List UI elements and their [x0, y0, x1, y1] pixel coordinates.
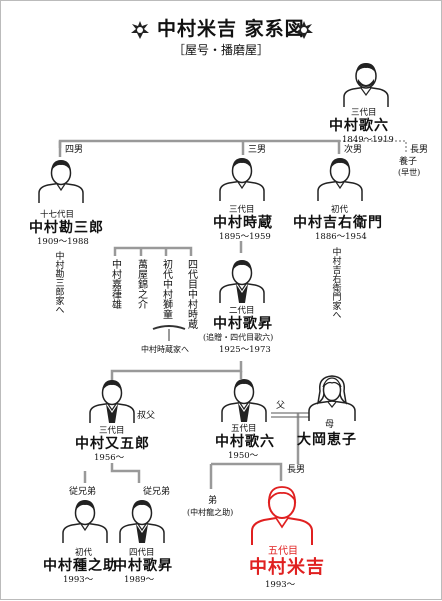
portrait-kanzaburo17	[38, 160, 84, 203]
to-kanzaburo-house: 中村勘三郎家へ	[53, 251, 64, 314]
name-yonekichi5: 中村米吉	[249, 557, 325, 578]
years-kasho4: 1989～	[124, 575, 155, 585]
gen-tanenosuke1: 初代	[75, 548, 93, 558]
rel-chonan-top: 長男	[410, 145, 429, 155]
name-kasho2: 中村歌昇	[213, 316, 273, 332]
title-ornament-left	[129, 19, 151, 44]
name-kaho: 中村嘉葎雄	[109, 259, 121, 309]
portrait-kasho2	[219, 260, 265, 303]
rel-jinan: 次男	[344, 145, 363, 155]
years-yonekichi5: 1993～	[265, 580, 296, 590]
to-tokizo-house: 中村時蔵家へ	[141, 345, 189, 354]
rel-sannan: 三男	[248, 145, 267, 155]
years-matagoro3: 1956～	[94, 453, 125, 463]
gen-kaoroku5: 五代目	[231, 424, 257, 434]
portrait-kaoroku3	[343, 63, 389, 107]
page-subtitle: ［屋号・播磨屋］	[173, 43, 270, 57]
title-ornament-right	[293, 19, 315, 44]
portrait-kaoroku5	[221, 379, 267, 422]
years-kanzaburo17: 1909～1988	[37, 237, 89, 247]
portrait-matagoro3	[89, 380, 135, 423]
rel-chonan: 長男	[287, 465, 306, 475]
gen-kichiemon1: 初代	[331, 205, 349, 215]
name-kasho4: 中村歌昇	[113, 558, 173, 574]
gen-kasho4: 四代目	[129, 548, 155, 558]
name-kanzaburo17: 中村勘三郎	[29, 220, 104, 236]
portrait-tokizo3	[219, 158, 265, 201]
gen-kasho2: 二代目	[229, 306, 255, 316]
years-tanenosuke1: 1993～	[63, 575, 94, 585]
name-tanenosuke1: 中村種之助	[43, 558, 118, 574]
name-tokizo4: 四代目中村時蔵	[185, 259, 197, 329]
rel-jukeitei-2: 従兄弟	[143, 487, 171, 497]
years-kaoroku3: 1849～1919	[342, 135, 394, 145]
years-kichiemon1: 1886～1954	[315, 232, 367, 242]
portrait-kichiemon1	[317, 158, 363, 201]
portrait-kasho4	[119, 500, 165, 543]
years-kasho2: 1925～1973	[219, 345, 271, 355]
name-shido: 初代中村獅童	[160, 259, 172, 319]
rel-yoshi: 養子	[399, 157, 418, 167]
page-title: 中村米吉 家系図	[157, 18, 305, 40]
rel-yoshi-note: (早世)	[398, 168, 421, 177]
note-kasho2: (追贈・四代目歌六)	[203, 333, 274, 342]
name-kaoroku3: 中村歌六	[329, 118, 389, 134]
to-kichiemon-house: 中村吉右衛門家へ	[330, 247, 341, 319]
rel-ototo-note: (中村龍之助)	[187, 508, 234, 517]
name-kichiemon1: 中村吉右衛門	[293, 215, 383, 231]
rel-chichi: 父	[276, 401, 286, 411]
rel-yonan: 四男	[65, 145, 84, 155]
rel-ototo: 弟	[208, 496, 218, 506]
years-tokizo3: 1895～1959	[219, 232, 271, 242]
gen-matagoro3: 三代目	[99, 426, 125, 436]
name-tokizo3: 中村時蔵	[213, 215, 273, 231]
gen-tokizo3: 三代目	[229, 205, 255, 215]
portrait-tanenosuke1	[62, 500, 108, 543]
gen-yonekichi5: 五代目	[268, 546, 298, 557]
rel-jukeitei-1: 従兄弟	[69, 487, 97, 497]
gen-kanzaburo17: 十七代目	[40, 210, 75, 220]
name-matagoro3: 中村又五郎	[75, 436, 150, 452]
gen-kaoroku3: 三代目	[351, 108, 377, 118]
rel-oji: 叔父	[137, 411, 156, 421]
name-kinnosuke: 萬屋錦之介	[135, 259, 147, 309]
name-kaoroku5: 中村歌六	[215, 434, 275, 450]
name-keiko: 大岡恵子	[297, 432, 357, 448]
portrait-keiko	[308, 375, 356, 421]
years-kaoroku5: 1950～	[228, 451, 259, 461]
rel-haha: 母	[325, 420, 335, 430]
portrait-yonekichi5	[251, 486, 313, 545]
